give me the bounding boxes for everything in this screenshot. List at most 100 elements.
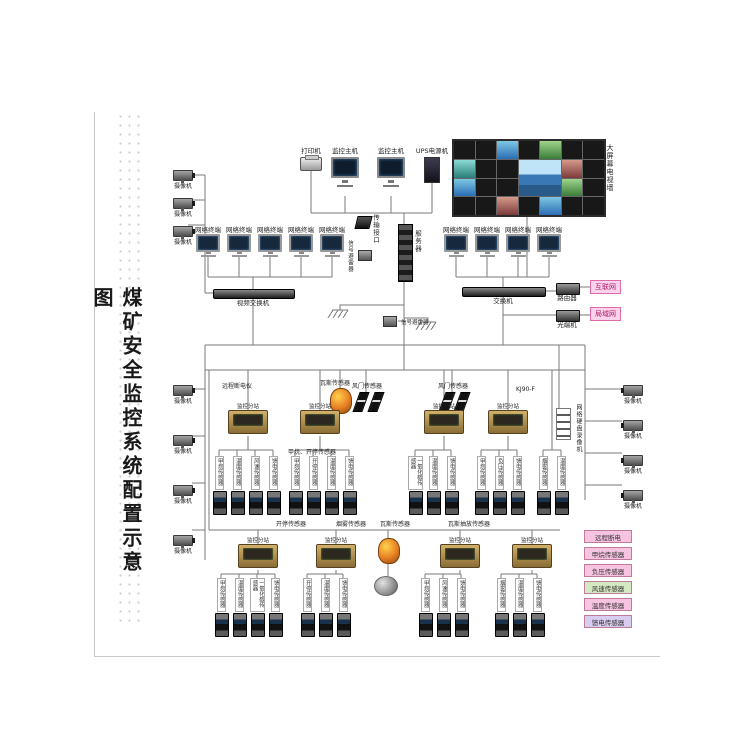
sensor-unit: 馈电传感器 xyxy=(454,578,469,637)
sensor-label: 风速传感器 xyxy=(439,578,448,612)
substation: 监控分站 xyxy=(316,538,356,569)
terminal-label: 网络终端 xyxy=(288,226,314,234)
sensor-unit: 馈电传感器 xyxy=(510,456,525,515)
sensor-device-icon xyxy=(436,613,451,637)
sensor-label: 甲烷传感器 xyxy=(291,456,300,490)
sensor-label: 温度传感器 xyxy=(327,456,336,490)
sensor-unit: 馈电传感器 xyxy=(444,456,459,515)
sensor-label: 馈电传感器 xyxy=(269,456,278,490)
sensor-label: 馈电传感器 xyxy=(457,578,466,612)
camera: 摄像机 xyxy=(620,385,646,405)
sensor-label: 开停传感器 xyxy=(309,456,318,490)
camera-label: 摄像机 xyxy=(173,498,192,505)
sensor-device-icon xyxy=(318,613,333,637)
camera-icon xyxy=(623,385,643,396)
switch-label: 交换机 xyxy=(493,297,513,305)
remote-breaker-label: 远程断电仪 xyxy=(222,383,253,390)
terminal-row-right: 网络终端 网络终端 网络终端 网络终端 xyxy=(443,226,562,258)
sensor-label: 甲烷传感器 xyxy=(215,456,224,490)
sensor-label: 馈电传感器 xyxy=(513,456,522,490)
sensor-label: 温度传感器 xyxy=(233,456,242,490)
sensor-label: 馈电传感器 xyxy=(345,456,354,490)
sensor-unit: 温度传感器 xyxy=(230,456,245,515)
terminal-stand xyxy=(484,252,490,255)
sensor-unit: 温度传感器 xyxy=(232,578,247,637)
substation-label: 监控分站 xyxy=(432,404,455,410)
sensor-cluster-h: 甲烷传感器 风速传感器 馈电传感器 xyxy=(418,578,469,637)
terminal-stand xyxy=(236,252,242,255)
sensor-unit: 馈电传感器 xyxy=(342,456,357,515)
substation: 监控分站 xyxy=(440,538,480,569)
network-terminal: 网络终端 xyxy=(474,226,500,258)
camera-label: 摄像机 xyxy=(623,398,642,405)
camera: 摄像机 xyxy=(170,385,196,405)
sensor-device-icon xyxy=(232,613,247,637)
substation-label: 监控分站 xyxy=(448,538,471,544)
monitor-stand xyxy=(388,180,394,184)
camera-group-right: 摄像机 摄像机 摄像机 摄像机 xyxy=(620,385,646,510)
camera-icon xyxy=(623,490,643,501)
air-door-sensor-label: 风门传感器 xyxy=(352,383,383,390)
substation-icon xyxy=(238,544,278,569)
sensor-unit: 风速传感器 xyxy=(436,578,451,637)
sensor-label: 甲烷传感器 xyxy=(217,578,226,612)
arrester-icon xyxy=(358,250,372,261)
camera-label: 摄像机 xyxy=(623,433,642,440)
legend-label: 馈电传感器 xyxy=(591,618,625,627)
substation-label: 监控分站 xyxy=(236,404,259,410)
terminal-stand xyxy=(267,252,273,255)
air-door-sensor-label: 风门传感器 xyxy=(438,383,469,390)
monitor-stand xyxy=(342,180,348,184)
frame-line-left xyxy=(94,112,95,657)
substation: 监控分站 xyxy=(228,404,268,435)
gas-sensor-icon xyxy=(330,388,352,414)
sensor-device-icon xyxy=(342,491,357,515)
sensor-unit: 温度传感器 xyxy=(318,578,333,637)
sensor-group-label: 甲烷、开停传感器 xyxy=(288,449,337,456)
server-label: 服务器 xyxy=(413,230,422,253)
legend-item: 风速传感器 xyxy=(584,581,632,594)
router-icon xyxy=(556,283,580,295)
camera-icon xyxy=(173,535,195,548)
sensor-device-icon xyxy=(324,491,339,515)
sensor-unit: 负压传感器 xyxy=(492,456,507,515)
sensor-device-icon xyxy=(268,613,283,637)
terminal-monitor-icon xyxy=(320,234,344,253)
sensor-cluster-c: 一氧化碳传感器 温度传感器 馈电传感器 xyxy=(408,456,459,515)
sensor-unit: 甲烷传感器 xyxy=(418,578,433,637)
sensor-device-icon xyxy=(536,491,551,515)
camera-label: 摄像机 xyxy=(623,468,642,475)
substation-label: 监控分站 xyxy=(496,404,519,410)
legend: 远程断电 甲烷传感器 负压传感器 风速传感器 温度传感器 馈电传感器 xyxy=(584,530,632,628)
monitor-icon xyxy=(331,157,359,179)
terminal-keyboard xyxy=(200,255,216,258)
terminal-keyboard xyxy=(262,255,278,258)
terminal-stand xyxy=(298,252,304,255)
sensor-cluster-a: 甲烷传感器 温度传感器 风速传感器 馈电传感器 xyxy=(212,456,281,515)
substation: 监控分站 xyxy=(488,404,528,435)
sensor-device-icon xyxy=(494,613,509,637)
camera-icon xyxy=(173,198,195,211)
smoke-sensor-label: 烟雾传感器 xyxy=(336,521,367,528)
substation-icon xyxy=(440,544,480,569)
camera-icon xyxy=(623,455,643,466)
sensor-unit: 烟雾传感器 xyxy=(536,456,551,515)
camera-group-top-left: 摄像机 摄像机 摄像机 xyxy=(170,170,196,246)
page-title: 煤矿安全监控系统配置示意图 xyxy=(90,287,143,575)
network-terminal: 网络终端 xyxy=(226,226,252,258)
intercom-device-icon xyxy=(374,576,398,596)
server-icon xyxy=(398,224,413,282)
terminal-keyboard xyxy=(541,255,557,258)
substation-icon xyxy=(424,410,464,435)
terminal-keyboard xyxy=(324,255,340,258)
network-terminal: 网络终端 xyxy=(443,226,469,258)
arrester-label: 信号避雷器 xyxy=(347,240,353,273)
sensor-unit: 开停传感器 xyxy=(306,456,321,515)
monitor-foot xyxy=(383,185,399,188)
network-terminal: 网络终端 xyxy=(257,226,283,258)
sensor-device-icon xyxy=(554,491,569,515)
substation-icon xyxy=(512,544,552,569)
camera: 摄像机 xyxy=(170,226,196,246)
camera-label: 摄像机 xyxy=(173,398,192,405)
